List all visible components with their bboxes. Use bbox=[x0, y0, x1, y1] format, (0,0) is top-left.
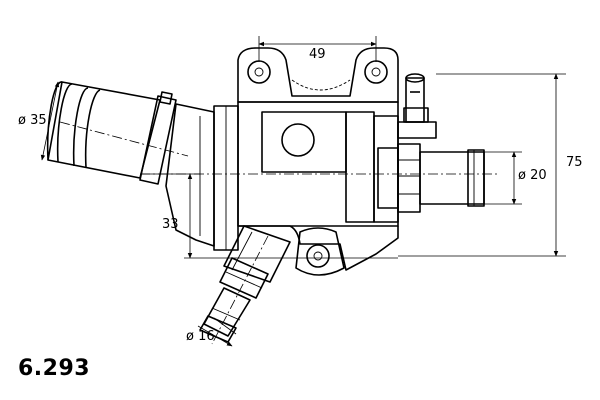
inlet-pipe bbox=[46, 81, 189, 185]
outlet-pipe bbox=[140, 143, 500, 213]
vent-pipe bbox=[397, 73, 437, 139]
part-number: 6.293 bbox=[18, 356, 91, 381]
dim-inlet-diameter-label: ø 35 bbox=[18, 113, 47, 128]
dim-small-diameter-label: ø 16 bbox=[186, 329, 215, 344]
dim-height-label: 75 bbox=[566, 155, 583, 170]
lower-angled-pipe bbox=[199, 225, 291, 345]
dimension-lines bbox=[40, 36, 566, 347]
dim-offset-label: 33 bbox=[162, 217, 179, 232]
dim-top-width-label: 49 bbox=[309, 47, 326, 62]
main-housing bbox=[165, 47, 399, 276]
dim-outlet-diameter-label: ø 20 bbox=[518, 168, 547, 183]
